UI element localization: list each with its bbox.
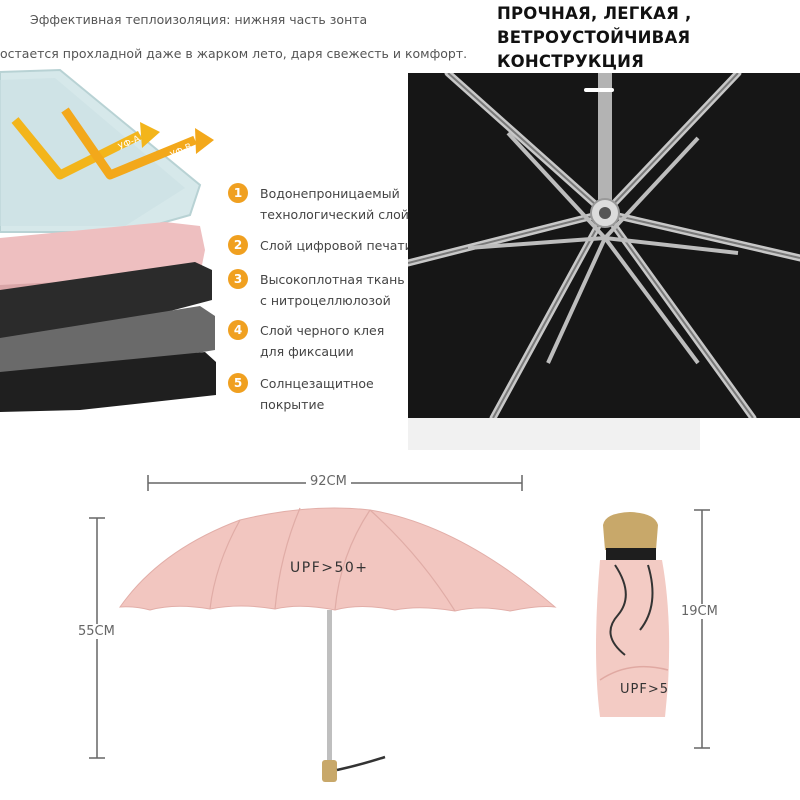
layer-label: покрытие [260,397,325,412]
uv-b-arrow [61,107,197,180]
dimension-height-label: 55CM [74,624,119,639]
insulation-heading-line2: остается прохладной даже в жарком лето, … [0,46,468,61]
layer-fabric [0,262,212,345]
folded-umbrella-body [596,560,670,717]
insulation-heading-line1: Эффективная теплоизоляция: нижняя часть … [30,12,368,27]
layer-number: 4 [228,320,248,340]
layers-panel: УФ-A УФ-B Эффективная теплоизоляция: ниж… [0,0,467,415]
layer-number: 3 [228,269,248,289]
layer-item: 2 Слой цифровой печати [228,235,413,256]
dimensions-illustration [89,475,710,782]
layer-item: 3 Высокоплотная ткань с нитроцеллюлозой [228,269,405,311]
open-umbrella-shaft [327,610,332,760]
uv-a-arrow [11,117,143,180]
layer-label: Слой черного клея [260,323,385,338]
folded-print: UPF>5 [620,682,669,697]
layer-label: для фиксации [260,344,354,359]
layers-illustration: УФ-A УФ-B [0,68,216,412]
layer-item: 1 Водонепроницаемый технологический слой [228,183,409,225]
umbrella-frame-illustration [408,73,800,418]
layer-number: 1 [228,183,248,203]
open-umbrella-handle [322,760,337,782]
frame-title-line2: ВЕТРОУСТОЙЧИВАЯ [497,28,691,47]
frame-title: ПРОЧНАЯ, ЛЕГКАЯ , ВЕТРОУСТОЙЧИВАЯ КОНСТР… [497,2,797,74]
frame-title-line1: ПРОЧНАЯ, ЛЕГКАЯ , [497,4,692,23]
layer-label: технологический слой [260,207,409,222]
frame-title-line3: КОНСТРУКЦИЯ [497,52,645,71]
dimension-folded-label: 19CM [677,604,722,619]
layer-number: 5 [228,373,248,393]
canopy-print: UPF>50+ [290,560,369,576]
layer-label: Солнцезащитное [260,376,374,391]
open-umbrella-canopy [118,507,557,612]
layer-label: Водонепроницаемый [260,186,400,201]
layer-number: 2 [228,235,248,255]
dimension-width-label: 92CM [306,474,351,489]
layer-item: 4 Слой черного клея для фиксации [228,320,384,362]
frame-photo-footer [408,418,700,450]
layer-label: с нитроцеллюлозой [260,293,391,308]
layer-coating [0,352,216,412]
frame-photo [408,73,800,418]
wrist-strap [336,755,386,772]
folded-umbrella-cap [603,512,658,550]
layer-label: Высокоплотная ткань [260,272,405,287]
layer-item: 5 Солнцезащитное покрытие [228,373,374,415]
layer-glue [0,306,215,378]
layer-label: Слой цифровой печати [260,238,413,253]
